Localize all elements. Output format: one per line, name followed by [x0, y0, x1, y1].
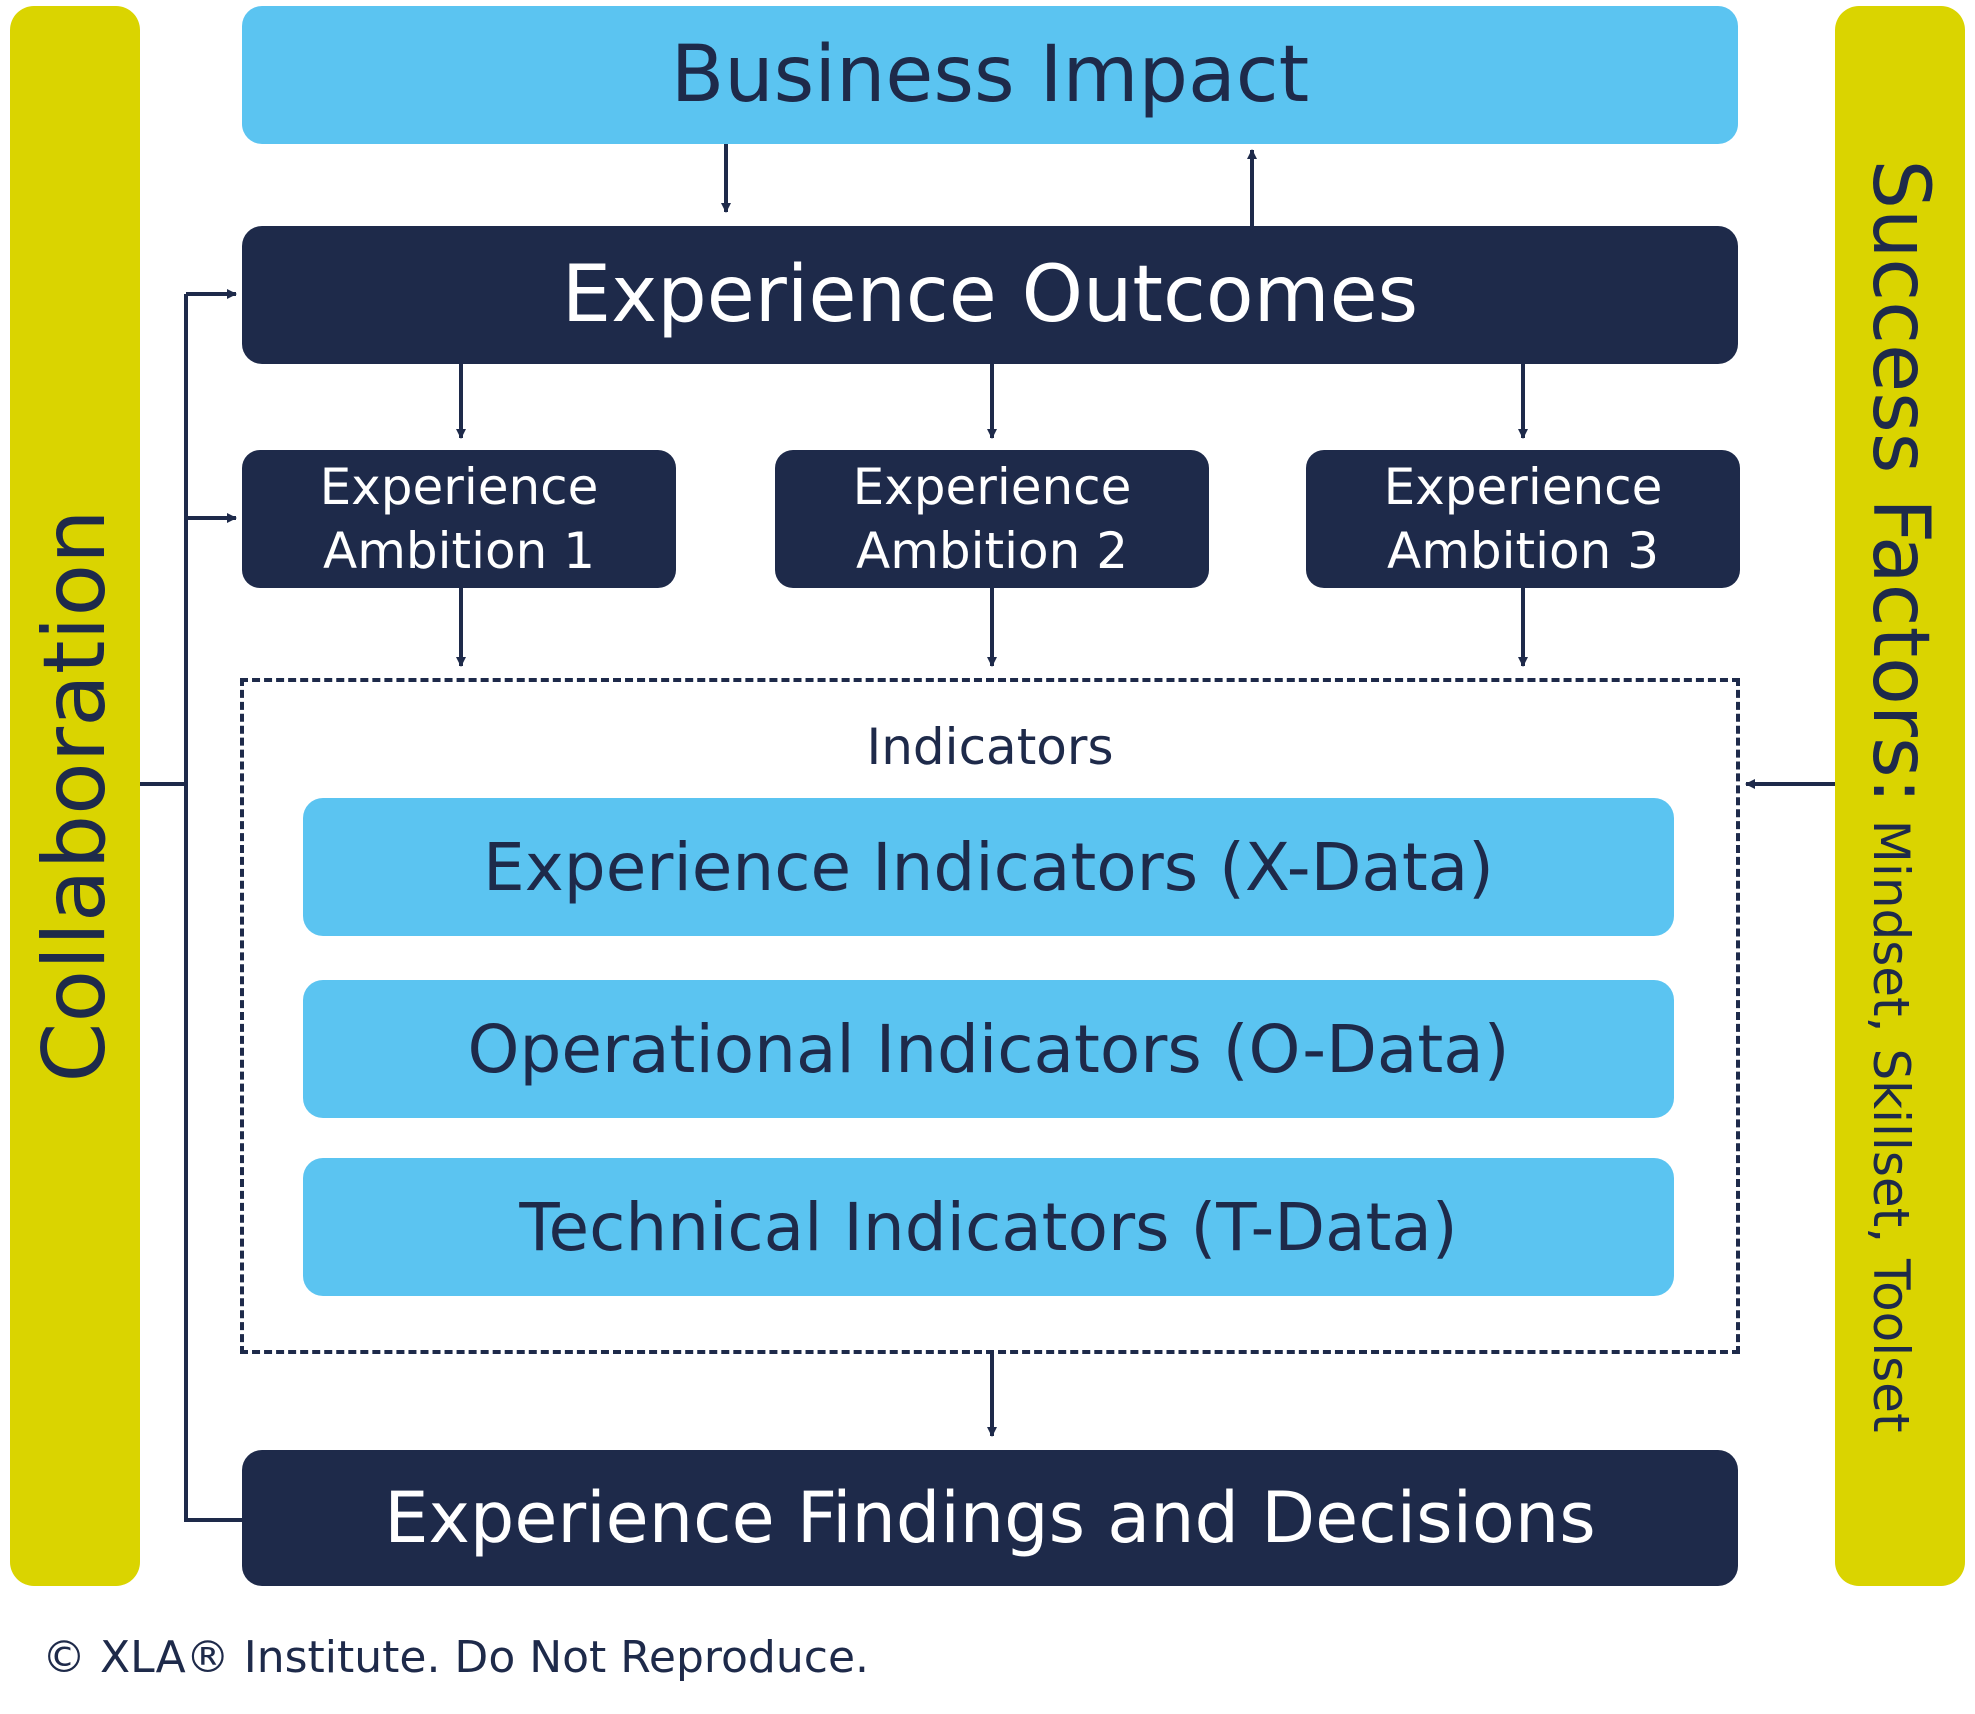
ambition-2-line-2: Ambition 2	[855, 522, 1129, 580]
operational-indicators-box: Operational Indicators (O-Data)	[303, 980, 1674, 1118]
business-impact-box: Business Impact	[242, 6, 1738, 144]
operational-indicators-label: Operational Indicators (O-Data)	[467, 1010, 1510, 1088]
experience-indicators-box: Experience Indicators (X-Data)	[303, 798, 1674, 936]
experience-indicators-label: Experience Indicators (X-Data)	[483, 828, 1494, 906]
indicators-container	[240, 678, 1740, 1354]
experience-outcomes-box: Experience Outcomes	[242, 226, 1738, 364]
experience-findings-box: Experience Findings and Decisions	[242, 1450, 1738, 1586]
experience-ambition-1-box: Experience Ambition 1	[242, 450, 676, 588]
ambition-3-line-2: Ambition 3	[1386, 522, 1660, 580]
experience-ambition-3-box: Experience Ambition 3	[1306, 450, 1740, 588]
technical-indicators-label: Technical Indicators (T-Data)	[519, 1188, 1458, 1266]
experience-outcomes-label: Experience Outcomes	[561, 250, 1419, 340]
ambition-3-line-1: Experience	[1383, 458, 1663, 516]
business-impact-label: Business Impact	[670, 30, 1310, 120]
success-factors-bar: Success Factors: Mindset, Skillset, Tool…	[1835, 6, 1965, 1586]
technical-indicators-box: Technical Indicators (T-Data)	[303, 1158, 1674, 1296]
collaboration-bar: Collaboration	[10, 6, 140, 1586]
ambition-1-line-2: Ambition 1	[322, 522, 596, 580]
experience-findings-label: Experience Findings and Decisions	[384, 1477, 1596, 1559]
experience-ambition-2-box: Experience Ambition 2	[775, 450, 1209, 588]
copyright-notice: © XLA® Institute. Do Not Reproduce.	[42, 1632, 869, 1683]
indicators-heading: Indicators	[866, 718, 1114, 776]
ambition-1-line-1: Experience	[319, 458, 599, 516]
line-feedback-loop	[184, 294, 242, 1522]
ambition-2-line-1: Experience	[852, 458, 1132, 516]
